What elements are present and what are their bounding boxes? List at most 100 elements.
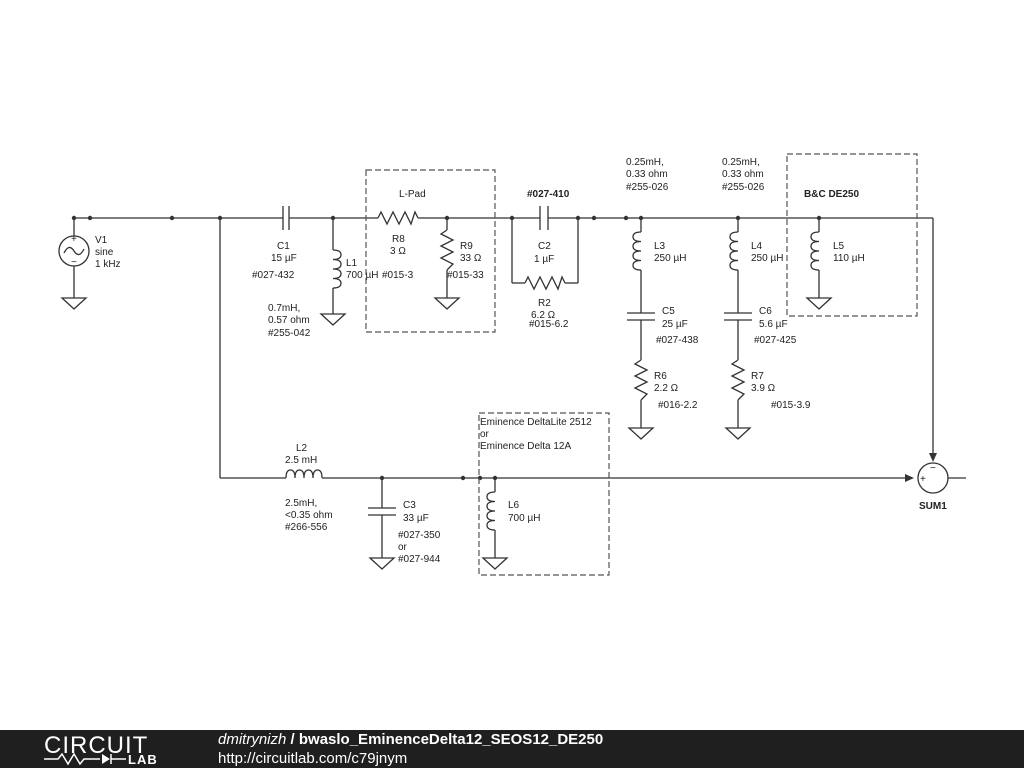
c6-part: #027-425 — [754, 335, 797, 346]
r7-value: 3.9 Ω — [751, 383, 776, 394]
author-link[interactable]: dmitrynizh — [218, 731, 287, 748]
c6-capacitor-symbol[interactable] — [724, 312, 752, 321]
l1-note1: 0.7mH, — [268, 303, 300, 314]
r6-resistor-symbol[interactable] — [633, 359, 649, 401]
schematic-canvas[interactable]: + − V1 sine 1 kHz C1 15 µF #027-432 L1 7… — [0, 0, 1024, 730]
circuitlab-logo-lab: LAB — [128, 752, 158, 767]
v1-ref: V1 — [95, 235, 108, 246]
r2-ref: R2 — [538, 298, 551, 309]
l3-value: 250 µH — [654, 253, 686, 264]
sum1-plus: + — [920, 474, 926, 485]
l1-value: 700 µH — [346, 270, 378, 281]
eminence-box — [478, 412, 610, 576]
c1-value: 15 µF — [271, 253, 297, 264]
lpad-title: L-Pad — [399, 189, 426, 200]
v1-freq: 1 kHz — [95, 259, 121, 270]
r9-resistor-symbol[interactable] — [439, 229, 455, 271]
r6-ref: R6 — [654, 371, 667, 382]
c2-capacitor-symbol[interactable] — [539, 206, 549, 230]
r8-ref: R8 — [392, 234, 405, 245]
c3-ref: C3 — [403, 500, 416, 511]
r7-ref: R7 — [751, 371, 764, 382]
footer-bar — [0, 730, 1024, 768]
l6-value: 700 µH — [508, 513, 540, 524]
eminence-line2: or — [480, 429, 490, 440]
r9-ref: R9 — [460, 241, 473, 252]
l5-ref: L5 — [833, 241, 845, 252]
r7-resistor-symbol[interactable] — [730, 359, 746, 401]
l6-inductor-symbol[interactable] — [486, 491, 496, 531]
sum1-summer-symbol[interactable]: + − — [905, 453, 949, 494]
l3-note1: 0.25mH, — [626, 157, 664, 168]
c1-capacitor-symbol[interactable] — [282, 206, 290, 230]
c5-capacitor-symbol[interactable] — [627, 312, 655, 321]
c5-ref: C5 — [662, 306, 675, 317]
ground-symbols — [60, 297, 833, 570]
l2-note1: 2.5mH, — [285, 498, 317, 509]
svg-text:+: + — [71, 234, 77, 245]
junctions — [71, 215, 822, 481]
r7-part: #015-3.9 — [771, 400, 811, 411]
r2-part: #015-6.2 — [529, 319, 569, 330]
l2-inductor-symbol[interactable] — [285, 469, 323, 479]
c3-capacitor-symbol[interactable] — [368, 507, 396, 516]
eminence-line3: Eminence Delta 12A — [480, 441, 571, 452]
c6-value: 5.6 µF — [759, 319, 788, 330]
c2-part: #027-410 — [527, 189, 570, 200]
circuit-name: bwaslo_EminenceDelta12_SEOS12_DE250 — [298, 731, 604, 748]
de250-title: B&C DE250 — [804, 189, 859, 200]
r6-value: 2.2 Ω — [654, 383, 679, 394]
l3-part: #255-026 — [626, 182, 669, 193]
l4-note1: 0.25mH, — [722, 157, 760, 168]
circuit-title: dmitrynizh / bwaslo_EminenceDelta12_SEOS… — [218, 731, 603, 748]
r2-value: 6.2 Ω — [531, 310, 556, 321]
eminence-line1: Eminence DeltaLite 2512 — [480, 417, 592, 428]
v1-source-symbol[interactable]: + − — [58, 234, 90, 268]
l2-value: 2.5 mH — [285, 455, 317, 466]
de250-box — [786, 153, 918, 317]
c3-value: 33 µF — [403, 513, 429, 524]
r2-resistor-symbol[interactable] — [524, 275, 566, 291]
l3-note2: 0.33 ohm — [626, 169, 668, 180]
sum1-ref: SUM1 — [919, 501, 947, 512]
l5-value: 110 µH — [833, 253, 865, 264]
svg-text:−: − — [71, 257, 77, 268]
title-separator: / — [286, 731, 299, 748]
l3-ref: L3 — [654, 241, 666, 252]
c5-part: #027-438 — [656, 335, 699, 346]
l4-ref: L4 — [751, 241, 763, 252]
l1-ref: L1 — [346, 258, 358, 269]
r9-part: #015-33 — [447, 270, 484, 281]
logo-resistor-icon — [44, 752, 126, 766]
r6-part: #016-2.2 — [658, 400, 698, 411]
sum1-minus: − — [930, 463, 936, 474]
c1-part: #027-432 — [252, 270, 295, 281]
c1-ref: C1 — [277, 241, 290, 252]
c3-part2: #027-944 — [398, 554, 441, 565]
v1-type: sine — [95, 247, 114, 258]
l1-part: #255-042 — [268, 328, 311, 339]
l1-note2: 0.57 ohm — [268, 315, 310, 326]
l4-note2: 0.33 ohm — [722, 169, 764, 180]
l2-ref: L2 — [296, 443, 308, 454]
r8-value: 3 Ω — [390, 246, 406, 257]
circuit-url-link[interactable]: http://circuitlab.com/c79jnym — [218, 750, 408, 767]
r9-value: 33 Ω — [460, 253, 482, 264]
l3-inductor-symbol[interactable] — [632, 231, 642, 271]
c5-value: 25 µF — [662, 319, 688, 330]
l1-inductor-symbol[interactable] — [332, 249, 342, 289]
c6-ref: C6 — [759, 306, 772, 317]
wires — [73, 217, 966, 558]
l2-note2: <0.35 ohm — [285, 510, 333, 521]
l4-inductor-symbol[interactable] — [729, 231, 739, 271]
l5-inductor-symbol[interactable] — [810, 231, 820, 271]
l6-ref: L6 — [508, 500, 520, 511]
c3-part1: #027-350 — [398, 530, 441, 541]
r8-part: #015-3 — [382, 270, 414, 281]
lpad-box — [365, 169, 496, 333]
r8-resistor-symbol[interactable] — [377, 210, 419, 226]
c2-ref: C2 — [538, 241, 551, 252]
c2-value: 1 µF — [534, 254, 554, 265]
l4-part: #255-026 — [722, 182, 765, 193]
c3-part-or: or — [398, 542, 408, 553]
